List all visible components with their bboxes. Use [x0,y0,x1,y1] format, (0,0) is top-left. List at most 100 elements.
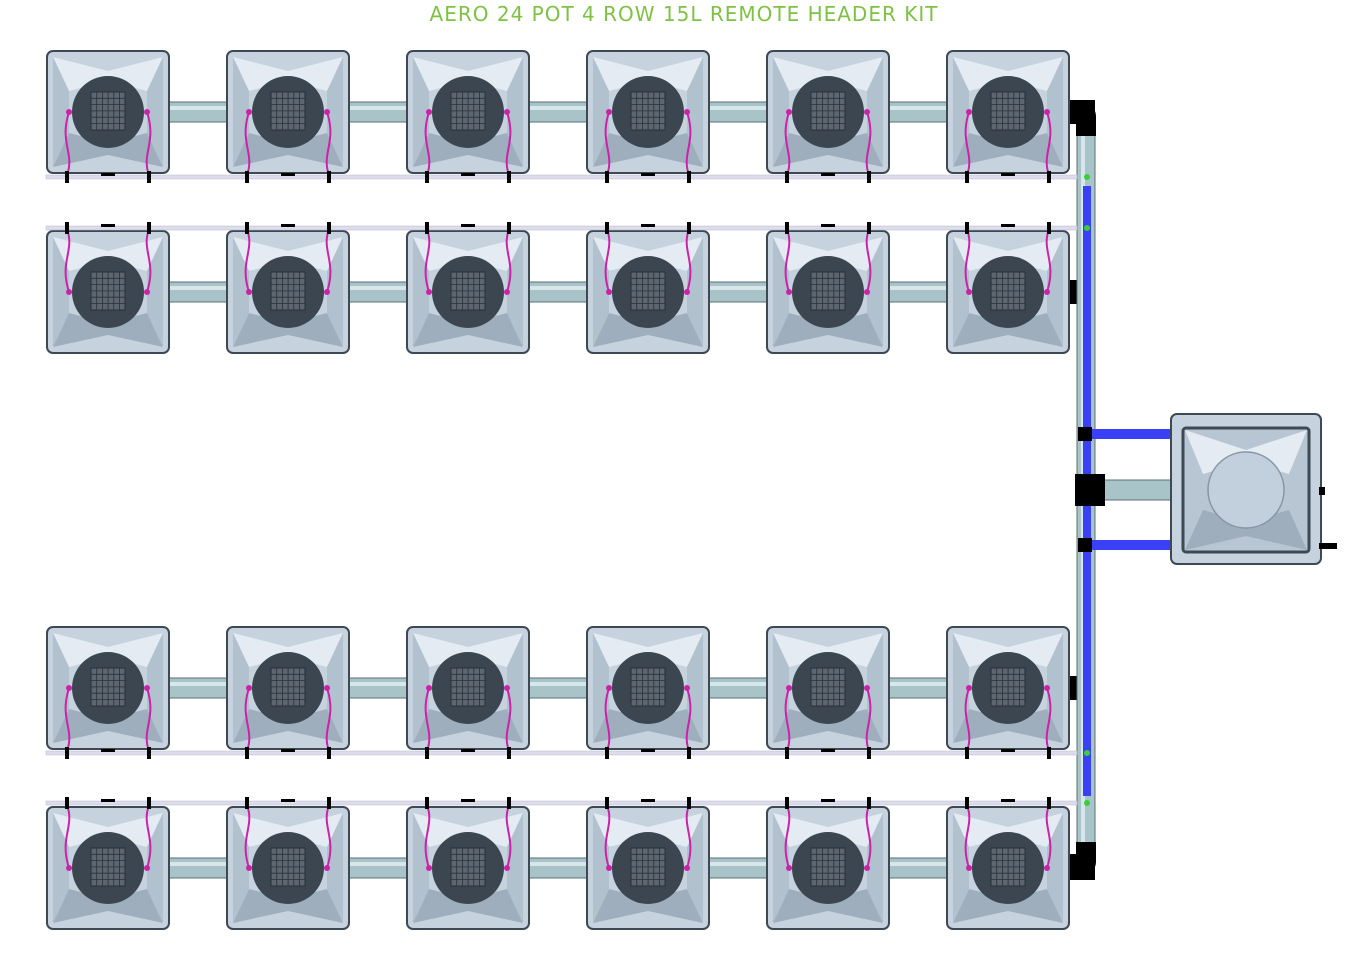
drip-line [45,750,1078,756]
dripper-connector [147,747,151,759]
tank-facet [1185,510,1307,550]
connecting-pipe [884,281,952,303]
pipe-highlight [705,682,771,686]
pot-facet [953,133,1063,167]
connecting-pipe [164,281,232,303]
pot-facet [147,57,163,167]
line-clip [821,173,835,176]
dripper-connector [965,797,969,809]
line-clip [1001,173,1015,176]
grow-pot-icon [226,804,350,930]
dripper-connector [147,171,151,183]
dripper-loop-icon [604,228,611,293]
dripper-connector [605,747,609,759]
dripper-loop-icon [325,228,332,293]
pot-facet [53,237,69,347]
grow-pot-icon [586,626,710,752]
grow-pot-icon [46,626,170,752]
pipe-highlight [885,862,951,866]
dripper-connector [425,222,429,234]
dripper-connector [867,797,871,809]
elbow-fitting-bottom [1068,842,1096,874]
dripper-stake [66,865,72,871]
return-line-to-header [1085,540,1171,550]
dripper-loop-icon [145,228,152,293]
pot-facet [507,237,523,347]
pot-facet [327,813,343,923]
connecting-pipe [524,281,592,303]
grow-pot-icon [946,804,1070,930]
header-layer [1075,413,1337,565]
dripper-stake [144,289,150,295]
dripper-stake [246,289,252,295]
grow-pot-icon [406,228,530,354]
dripper-stake [684,109,690,115]
dripper-connector [1047,747,1051,759]
pot-facet [413,237,429,347]
line-clip [1001,224,1015,227]
pot-facet [593,133,703,167]
pot-layer [46,50,1070,930]
dripper-loop-icon [424,687,431,752]
dripper-connector [867,171,871,183]
line-clip [821,799,835,802]
dripper-stake [966,865,972,871]
line-clip [821,749,835,752]
line-connector [1084,174,1090,180]
dripper-loop-icon [1045,687,1052,752]
pot-facet [53,813,163,847]
dripper-loop-icon [1045,228,1052,293]
pot-facet [773,633,883,667]
connecting-pipe [704,677,772,699]
pot-facet [1047,813,1063,923]
connecting-pipe [344,281,412,303]
drip-line-layer [45,171,1090,809]
dripper-stake [66,109,72,115]
pot-facet [687,813,703,923]
pot-facet [773,813,883,847]
dripper-connector [65,222,69,234]
grow-pot-icon [946,626,1070,752]
pot-facet [593,709,703,743]
dripper-loop-icon [865,111,872,176]
dripper-stake [966,289,972,295]
dripper-stake [606,289,612,295]
dripper-connector [785,222,789,234]
pipe-highlight [885,682,951,686]
dripper-stake [426,685,432,691]
pot-facet [53,133,163,167]
grow-pot-icon [766,626,890,752]
dripper-connector [507,797,511,809]
dripper-connector [687,222,691,234]
dripper-loop-icon [964,111,971,176]
pot-facet [953,709,1063,743]
pot-facet [1047,633,1063,743]
dripper-connector [965,171,969,183]
pot-facet [867,237,883,347]
dripper-loop-icon [685,804,692,869]
dripper-loop-icon [424,228,431,293]
pipe-highlight [165,106,231,110]
dripper-stake [504,685,510,691]
pot-facet [953,633,969,743]
grow-pot-icon [766,50,890,176]
dripper-connector [605,222,609,234]
elbow-fitting-top [1068,104,1096,136]
line-clip [461,799,475,802]
pipe-highlight [525,106,591,110]
dripper-stake [144,685,150,691]
dripper-loop-icon [865,687,872,752]
dripper-connector [507,171,511,183]
connecting-pipe [164,857,232,879]
dripper-stake [864,289,870,295]
dripper-stake [786,289,792,295]
dripper-stake [324,289,330,295]
pot-facet [953,57,1063,91]
dripper-connector [327,797,331,809]
pipe-highlight [525,286,591,290]
pipe-highlight [525,682,591,686]
line-connector [1084,225,1090,231]
dripper-loop-icon [505,228,512,293]
pot-facet [773,237,883,271]
